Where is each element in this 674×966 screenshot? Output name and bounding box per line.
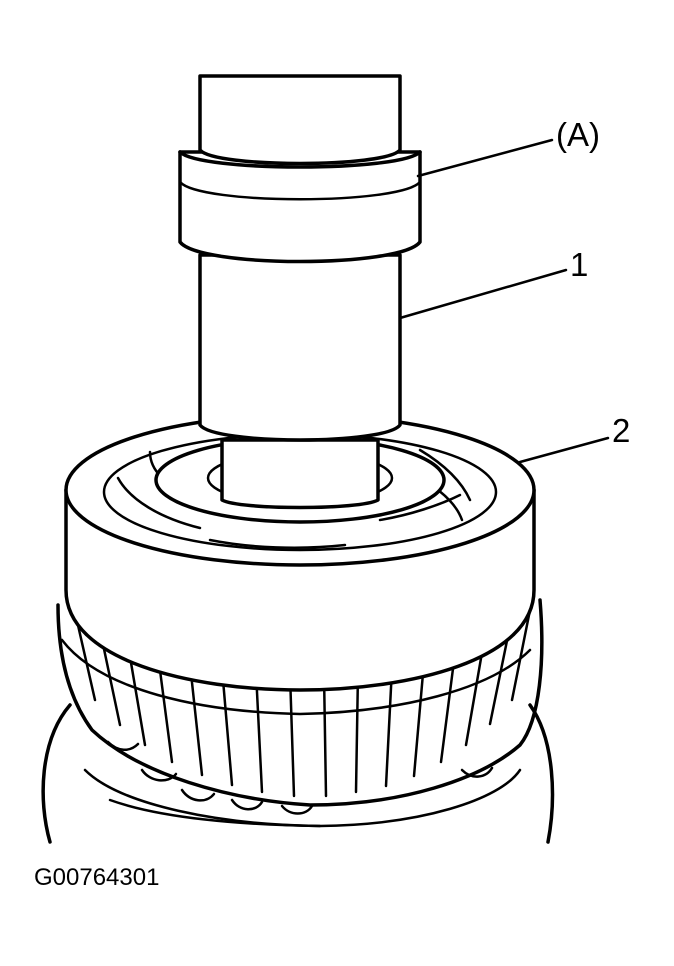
- callout-label-2: 2: [612, 412, 631, 449]
- gear-teeth: [73, 608, 532, 798]
- leader-line-1: [398, 268, 568, 320]
- leader-line-a: [416, 138, 554, 178]
- installer-tool: [178, 74, 422, 510]
- figure-id: G00764301: [34, 864, 160, 891]
- gear-tooth-tips: [106, 740, 494, 815]
- leader-line-2: [518, 436, 610, 464]
- callout-label-1: 1: [570, 246, 589, 283]
- gear-body: [41, 703, 555, 844]
- callout-label-a: (A): [556, 116, 600, 153]
- helical-gear: [56, 598, 544, 815]
- leader-lines: [398, 138, 610, 464]
